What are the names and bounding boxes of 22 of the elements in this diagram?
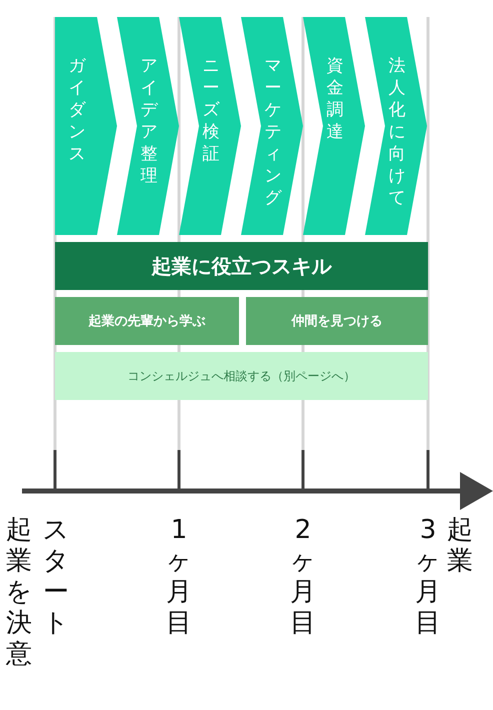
skill-bar: 仲間を見つける	[246, 297, 428, 345]
chevron-step	[365, 17, 427, 235]
step-label: ガイダンス	[68, 55, 86, 165]
chevron-step	[303, 17, 365, 235]
skill-bar: 起業に役立つスキル	[55, 242, 428, 290]
chevron-step	[179, 17, 241, 235]
step-label: マーケティング	[264, 55, 282, 209]
chevron-step	[241, 17, 303, 235]
timeline-label: 1ヶ月目	[165, 515, 193, 639]
timeline-label: 2ヶ月目	[289, 515, 317, 639]
timeline-label: 起業を決意	[5, 515, 33, 670]
step-label: 資金調達	[326, 55, 344, 143]
step-label: アイデア整理	[140, 55, 158, 187]
consult-bar: コンシェルジュへ相談する（別ページへ）	[55, 352, 428, 400]
timeline-label: 3ヶ月目	[414, 515, 442, 639]
chevron-step	[55, 17, 117, 235]
step-label: ニーズ検証	[202, 55, 220, 165]
timeline-label: スタート	[42, 515, 70, 639]
timeline-label: 起業	[446, 515, 474, 577]
chevron-step	[117, 17, 179, 235]
skill-bar: 起業の先輩から学ぶ	[55, 297, 239, 345]
step-label: 法人化に向けて	[388, 55, 406, 209]
